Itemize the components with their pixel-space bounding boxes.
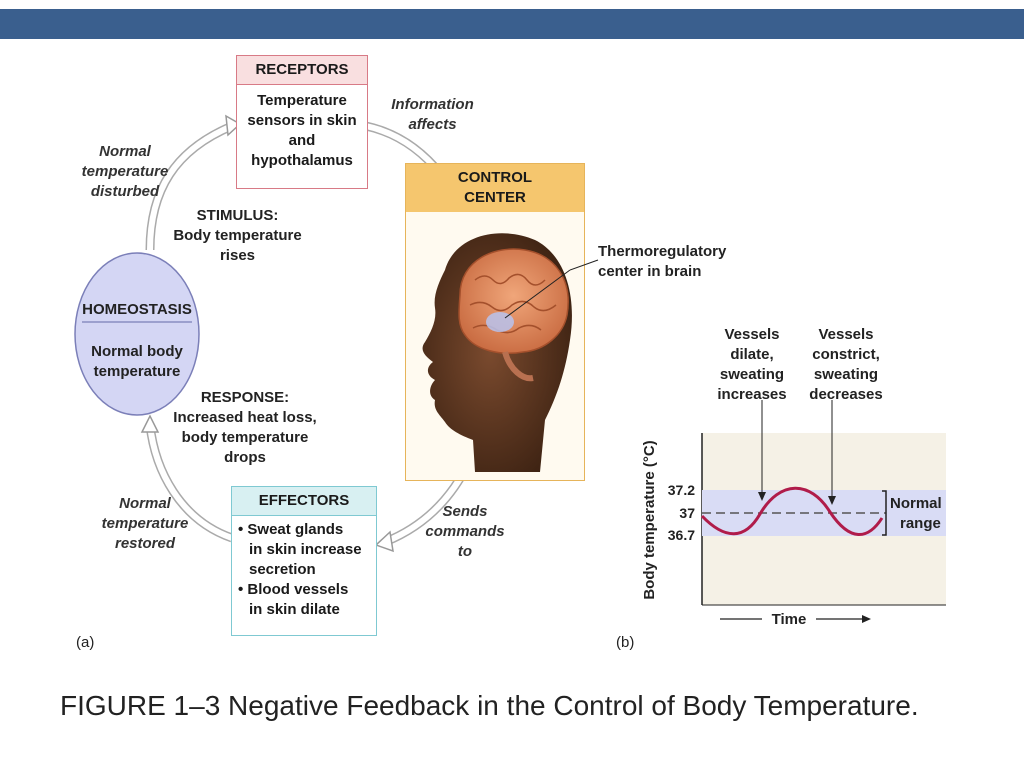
title-bar bbox=[0, 9, 1024, 39]
thermoregulatory-label: Thermoregulatory center in brain bbox=[598, 242, 726, 282]
panel-a-label: (a) bbox=[76, 634, 95, 651]
effectors-line: in skin dilate bbox=[249, 601, 340, 618]
annotation-line: Vessels bbox=[724, 326, 780, 343]
sends-commands-label: Sends commands to bbox=[415, 502, 515, 562]
stimulus-line: Body temperature bbox=[173, 227, 302, 244]
normal-range-label-line: Normal bbox=[890, 495, 942, 512]
effectors-line: • Sweat glands bbox=[238, 521, 344, 538]
label-line: to bbox=[457, 543, 473, 560]
panel-b-label: (b) bbox=[616, 634, 635, 651]
receptors-line: and bbox=[288, 132, 316, 149]
receptors-box: RECEPTORS Temperature sensors in skin an… bbox=[236, 55, 368, 189]
homeostasis-body: Normal body temperature bbox=[72, 342, 202, 382]
control-center-title-line: CONTROL bbox=[457, 169, 533, 186]
homeostasis-line: temperature bbox=[93, 363, 181, 380]
annotation-line: dilate, bbox=[730, 346, 774, 363]
response-line: body temperature bbox=[181, 429, 309, 446]
effectors-title: EFFECTORS bbox=[232, 487, 376, 516]
response-line: drops bbox=[224, 449, 266, 466]
effectors-line: • Blood vessels bbox=[238, 581, 349, 598]
label-line: disturbed bbox=[90, 183, 160, 200]
receptors-line: hypothalamus bbox=[251, 152, 353, 169]
figure-caption: FIGURE 1–3 Negative Feedback in the Cont… bbox=[60, 690, 919, 721]
annotation-line: Vessels bbox=[818, 326, 874, 343]
response-line: Increased heat loss, bbox=[173, 409, 317, 426]
homeostasis-line: Normal body bbox=[91, 343, 183, 360]
information-affects-label: Information affects bbox=[380, 95, 485, 135]
normal-temperature-disturbed-label: Normal temperature disturbed bbox=[70, 142, 180, 202]
y-tick-36-7: 36.7 bbox=[668, 527, 695, 543]
label-line: restored bbox=[114, 535, 176, 552]
effectors-box: EFFECTORS • Sweat glands in skin increas… bbox=[231, 486, 377, 636]
temperature-curve bbox=[700, 486, 884, 536]
label-line: temperature bbox=[101, 515, 189, 532]
annotation-vessels-dilate: Vessels dilate, sweating increases bbox=[700, 325, 804, 405]
response-text: RESPONSE: Increased heat loss, body temp… bbox=[160, 388, 330, 468]
normal-temperature-restored-label: Normal temperature restored bbox=[90, 494, 200, 554]
annotation-line: sweating bbox=[813, 366, 879, 383]
control-center-title: CONTROL CENTER bbox=[406, 164, 584, 212]
x-axis-label: Time bbox=[772, 611, 807, 628]
annotation-line: decreases bbox=[809, 386, 883, 403]
temperature-chart: 37.2 37 36.7 Body temperature (°C) Time … bbox=[641, 400, 946, 628]
label-line: affects bbox=[408, 116, 457, 133]
response-line: RESPONSE: bbox=[200, 389, 290, 406]
normal-range-band bbox=[702, 490, 946, 536]
label-line: Sends bbox=[442, 503, 488, 520]
stimulus-line: rises bbox=[219, 247, 256, 264]
annotation-line: sweating bbox=[719, 366, 785, 383]
thermo-line: center in brain bbox=[598, 263, 702, 280]
effectors-line: in skin increase bbox=[249, 541, 362, 558]
pointer-line bbox=[570, 259, 599, 271]
receptors-line: Temperature bbox=[257, 92, 347, 109]
y-axis-label: Body temperature (°C) bbox=[641, 440, 658, 599]
annotation-line: constrict, bbox=[812, 346, 880, 363]
y-tick-37-2: 37.2 bbox=[668, 482, 695, 498]
normal-range-label-line: range bbox=[900, 515, 941, 532]
homeostasis-ellipse bbox=[74, 252, 200, 416]
y-tick-37: 37 bbox=[679, 505, 695, 521]
label-line: temperature bbox=[81, 163, 169, 180]
effectors-line: secretion bbox=[249, 561, 316, 578]
control-center-title-line: CENTER bbox=[464, 189, 526, 206]
brain-icon bbox=[458, 248, 569, 354]
thermo-line: Thermoregulatory bbox=[598, 243, 727, 260]
label-line: Normal bbox=[119, 495, 171, 512]
stimulus-text: STIMULUS: Body temperature rises bbox=[160, 206, 315, 266]
label-line: commands bbox=[425, 523, 505, 540]
annotation-vessels-constrict: Vessels constrict, sweating decreases bbox=[794, 325, 898, 405]
receptors-title: RECEPTORS bbox=[237, 56, 367, 85]
receptors-line: sensors in skin bbox=[247, 112, 357, 129]
label-line: Normal bbox=[99, 143, 151, 160]
annotation-line: increases bbox=[717, 386, 787, 403]
stimulus-line: STIMULUS: bbox=[196, 207, 279, 224]
label-line: Information bbox=[391, 96, 474, 113]
head-brain-illustration bbox=[422, 233, 572, 472]
homeostasis-title: HOMEOSTASIS bbox=[82, 301, 192, 318]
